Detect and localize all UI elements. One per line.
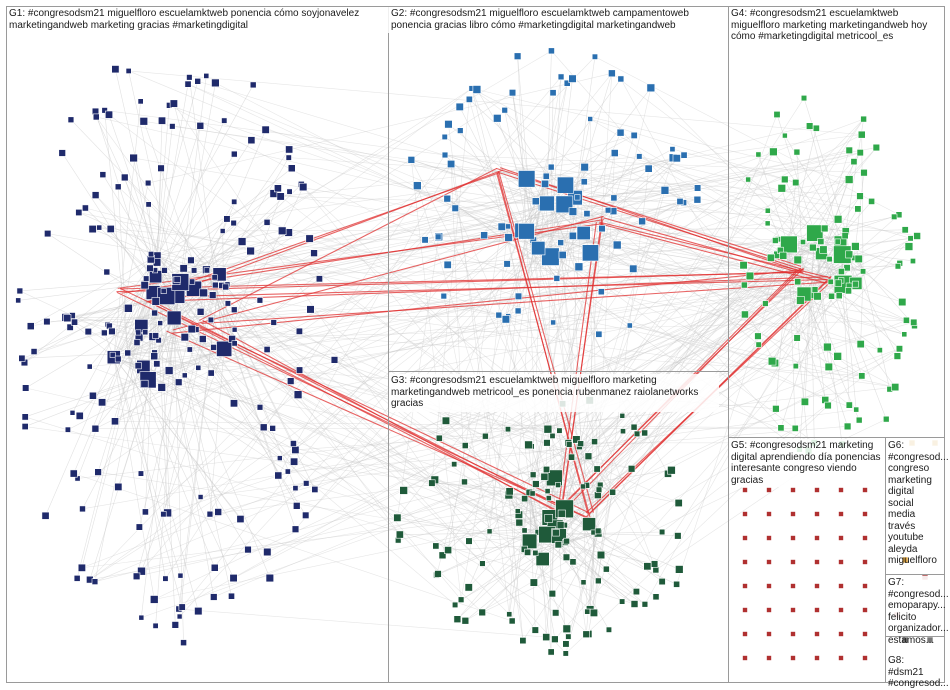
group-panel-g6 bbox=[885, 437, 945, 575]
group-panel-g8 bbox=[885, 636, 945, 683]
group-panel-g1 bbox=[6, 6, 389, 683]
group-panel-g2 bbox=[388, 6, 729, 372]
group-panel-g5 bbox=[728, 437, 886, 683]
group-panel-g4 bbox=[728, 6, 945, 438]
group-panel-g7 bbox=[885, 574, 945, 637]
group-panel-g3 bbox=[388, 371, 729, 683]
